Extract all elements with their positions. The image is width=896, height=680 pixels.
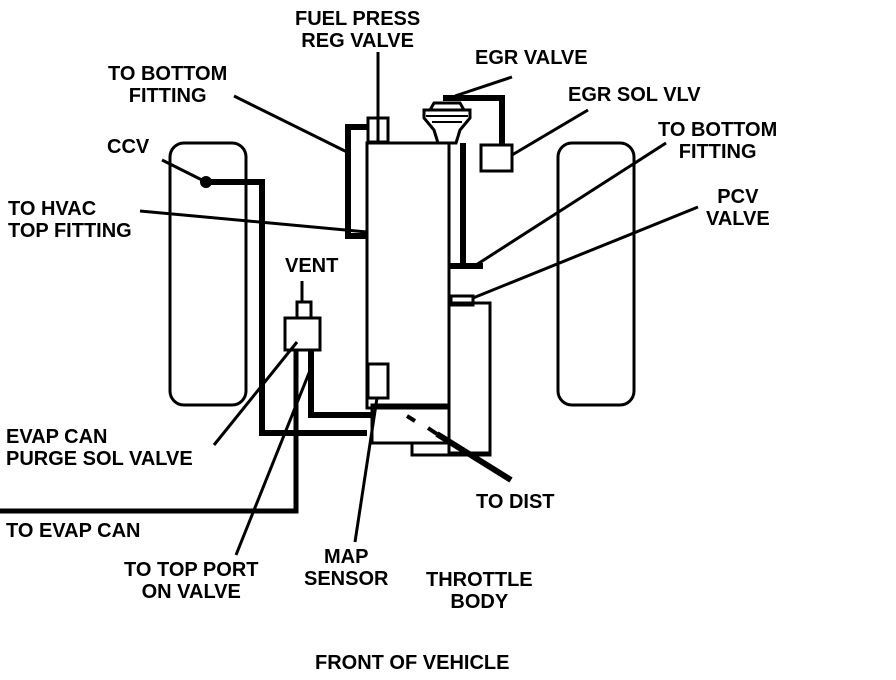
evap-purge-sol-valve (283, 316, 322, 352)
egr-valve (422, 101, 472, 145)
label-front-of-vehicle: FRONT OF VEHICLE (315, 652, 510, 674)
right-tire (556, 141, 636, 407)
label-to-bottom-fitting-right: TO BOTTOM FITTING (658, 119, 778, 163)
label-evap-can-purge-sol-valve: EVAP CAN PURGE SOL VALVE (6, 426, 193, 470)
engine-block (365, 141, 451, 410)
label-egr-valve: EGR VALVE (475, 47, 588, 69)
label-egr-sol-vlv: EGR SOL VLV (568, 84, 701, 106)
leader-lines (139, 52, 699, 556)
label-fuel-press-reg-valve: FUEL PRESS REG VALVE (295, 8, 421, 52)
evap-vent (295, 300, 313, 320)
label-vent: VENT (285, 255, 339, 277)
purge-hose (308, 350, 372, 418)
pcv-valve (449, 294, 475, 307)
label-to-top-port-on-valve: TO TOP PORT ON VALVE (124, 559, 259, 603)
label-map-sensor: MAP SENSOR (304, 546, 389, 590)
label-to-dist: TO DIST (476, 491, 555, 513)
distributor-hose (435, 431, 513, 483)
left-tire (168, 141, 248, 407)
label-throttle-body: THROTTLE BODY (426, 569, 533, 613)
label-ccv: CCV (107, 136, 150, 158)
label-to-evap-can: TO EVAP CAN (6, 520, 141, 542)
map-sensor (366, 362, 390, 400)
label-to-hvac-top-fitting: TO HVAC TOP FITTING (8, 198, 132, 242)
throttle-body (447, 301, 492, 455)
label-to-bottom-fitting-left: TO BOTTOM FITTING (108, 63, 228, 107)
fuel-press-reg-hose (345, 124, 368, 239)
egr-sol-hose (449, 143, 466, 269)
egr-hose (443, 95, 505, 146)
egr-solenoid-valve (479, 143, 514, 173)
label-pcv-valve: PCV VALVE (706, 186, 770, 230)
ccv-hose (206, 179, 367, 436)
